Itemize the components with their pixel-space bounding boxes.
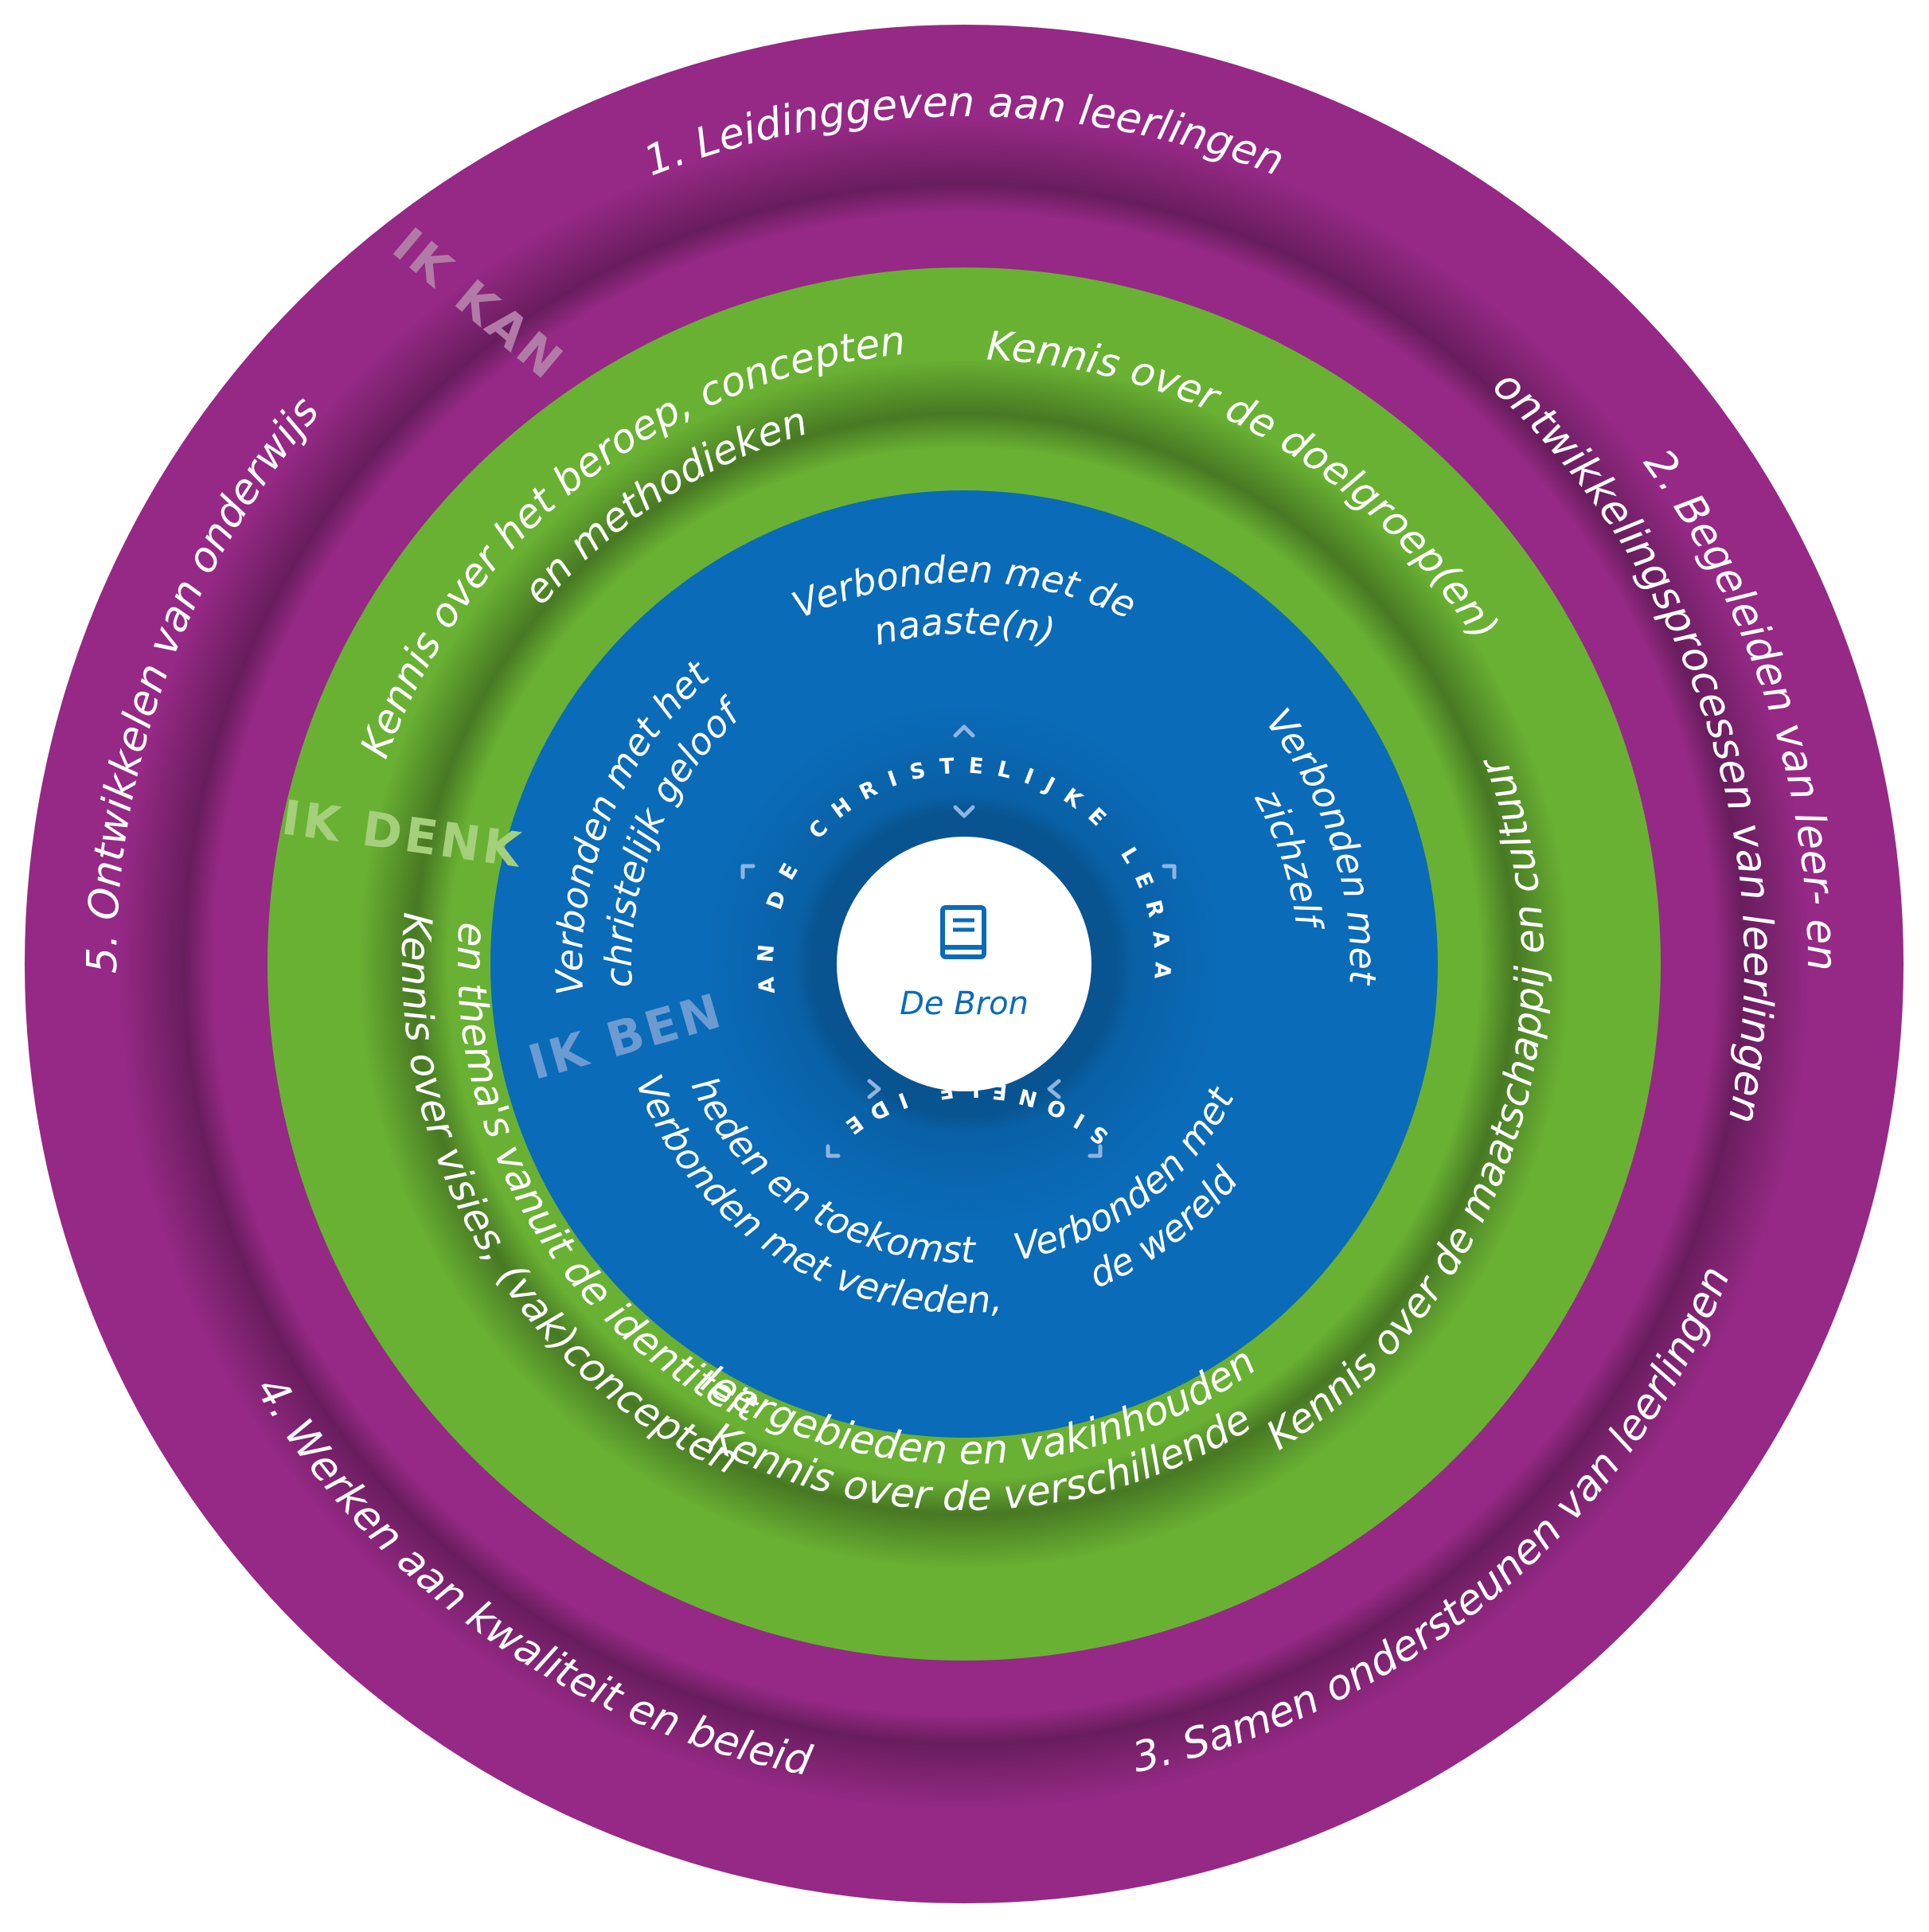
chevron-br-2-icon [1088, 1144, 1103, 1158]
book-icon [940, 905, 986, 959]
core-label: De Bron [900, 986, 1029, 1022]
chevron-top-down-icon [953, 805, 975, 818]
chevron-bl-2-icon [826, 1144, 841, 1158]
chevron-br-1-icon [1047, 1079, 1061, 1099]
chevron-top-up-icon [953, 724, 975, 738]
chevron-right-icon [1162, 864, 1177, 880]
chevron-marks [740, 724, 1177, 1158]
chevron-bl-1-icon [867, 1079, 881, 1099]
core-circle [837, 837, 1091, 1091]
chevron-left-icon [740, 864, 756, 880]
